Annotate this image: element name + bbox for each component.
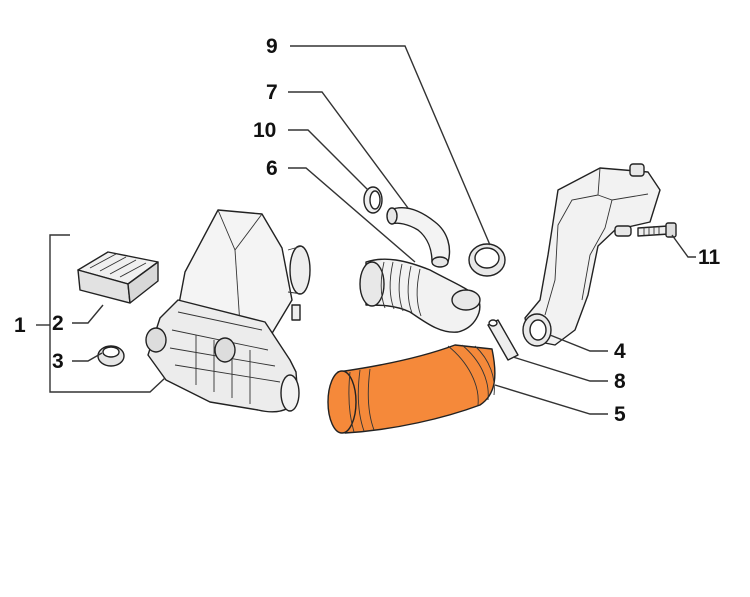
leader-5 (494, 384, 608, 415)
part-8-clamp (487, 319, 519, 361)
callout-7: 7 (266, 81, 278, 104)
housing-inlet (280, 374, 300, 412)
part-2-filter-element (77, 251, 159, 304)
callout-3: 3 (52, 350, 64, 373)
leader-10 (288, 129, 369, 191)
leader-lines (36, 45, 696, 415)
housing-mount-right (214, 337, 236, 363)
intake-hose-body (332, 344, 496, 434)
housing-mount-left (145, 327, 167, 353)
callout-6: 6 (266, 157, 278, 180)
leader-1-bracket (49, 234, 166, 393)
callout-5: 5 (614, 403, 626, 426)
callout-1: 1 (14, 314, 26, 337)
part-3-grommet (97, 345, 125, 367)
callout-labels: 1 2 3 4 5 6 7 8 9 10 11 (14, 35, 721, 426)
part-1-air-filter-housing (145, 209, 311, 413)
part-10-clamp (363, 186, 383, 214)
part-11-bolt (637, 222, 677, 238)
callout-10: 10 (253, 119, 276, 142)
callout-9: 9 (266, 35, 278, 58)
callout-11: 11 (698, 246, 721, 269)
part-5-intake-hose (327, 344, 496, 434)
leader-4 (549, 334, 608, 352)
leader-2 (72, 304, 104, 324)
part-4-air-duct (522, 163, 661, 347)
leader-3 (72, 352, 103, 362)
callout-8: 8 (614, 370, 626, 393)
part-6-bellows-hose (359, 258, 481, 333)
housing-outlet (289, 245, 311, 295)
callout-4: 4 (614, 340, 626, 363)
part-7-small-hose (386, 206, 451, 268)
leader-6 (288, 167, 416, 263)
bellows-mouth (359, 261, 385, 307)
callout-2: 2 (52, 312, 64, 335)
leader-8 (512, 356, 608, 382)
leader-11 (671, 234, 696, 258)
leader-7 (288, 91, 409, 209)
part-9-clamp (468, 243, 506, 277)
leader-9 (290, 45, 491, 246)
